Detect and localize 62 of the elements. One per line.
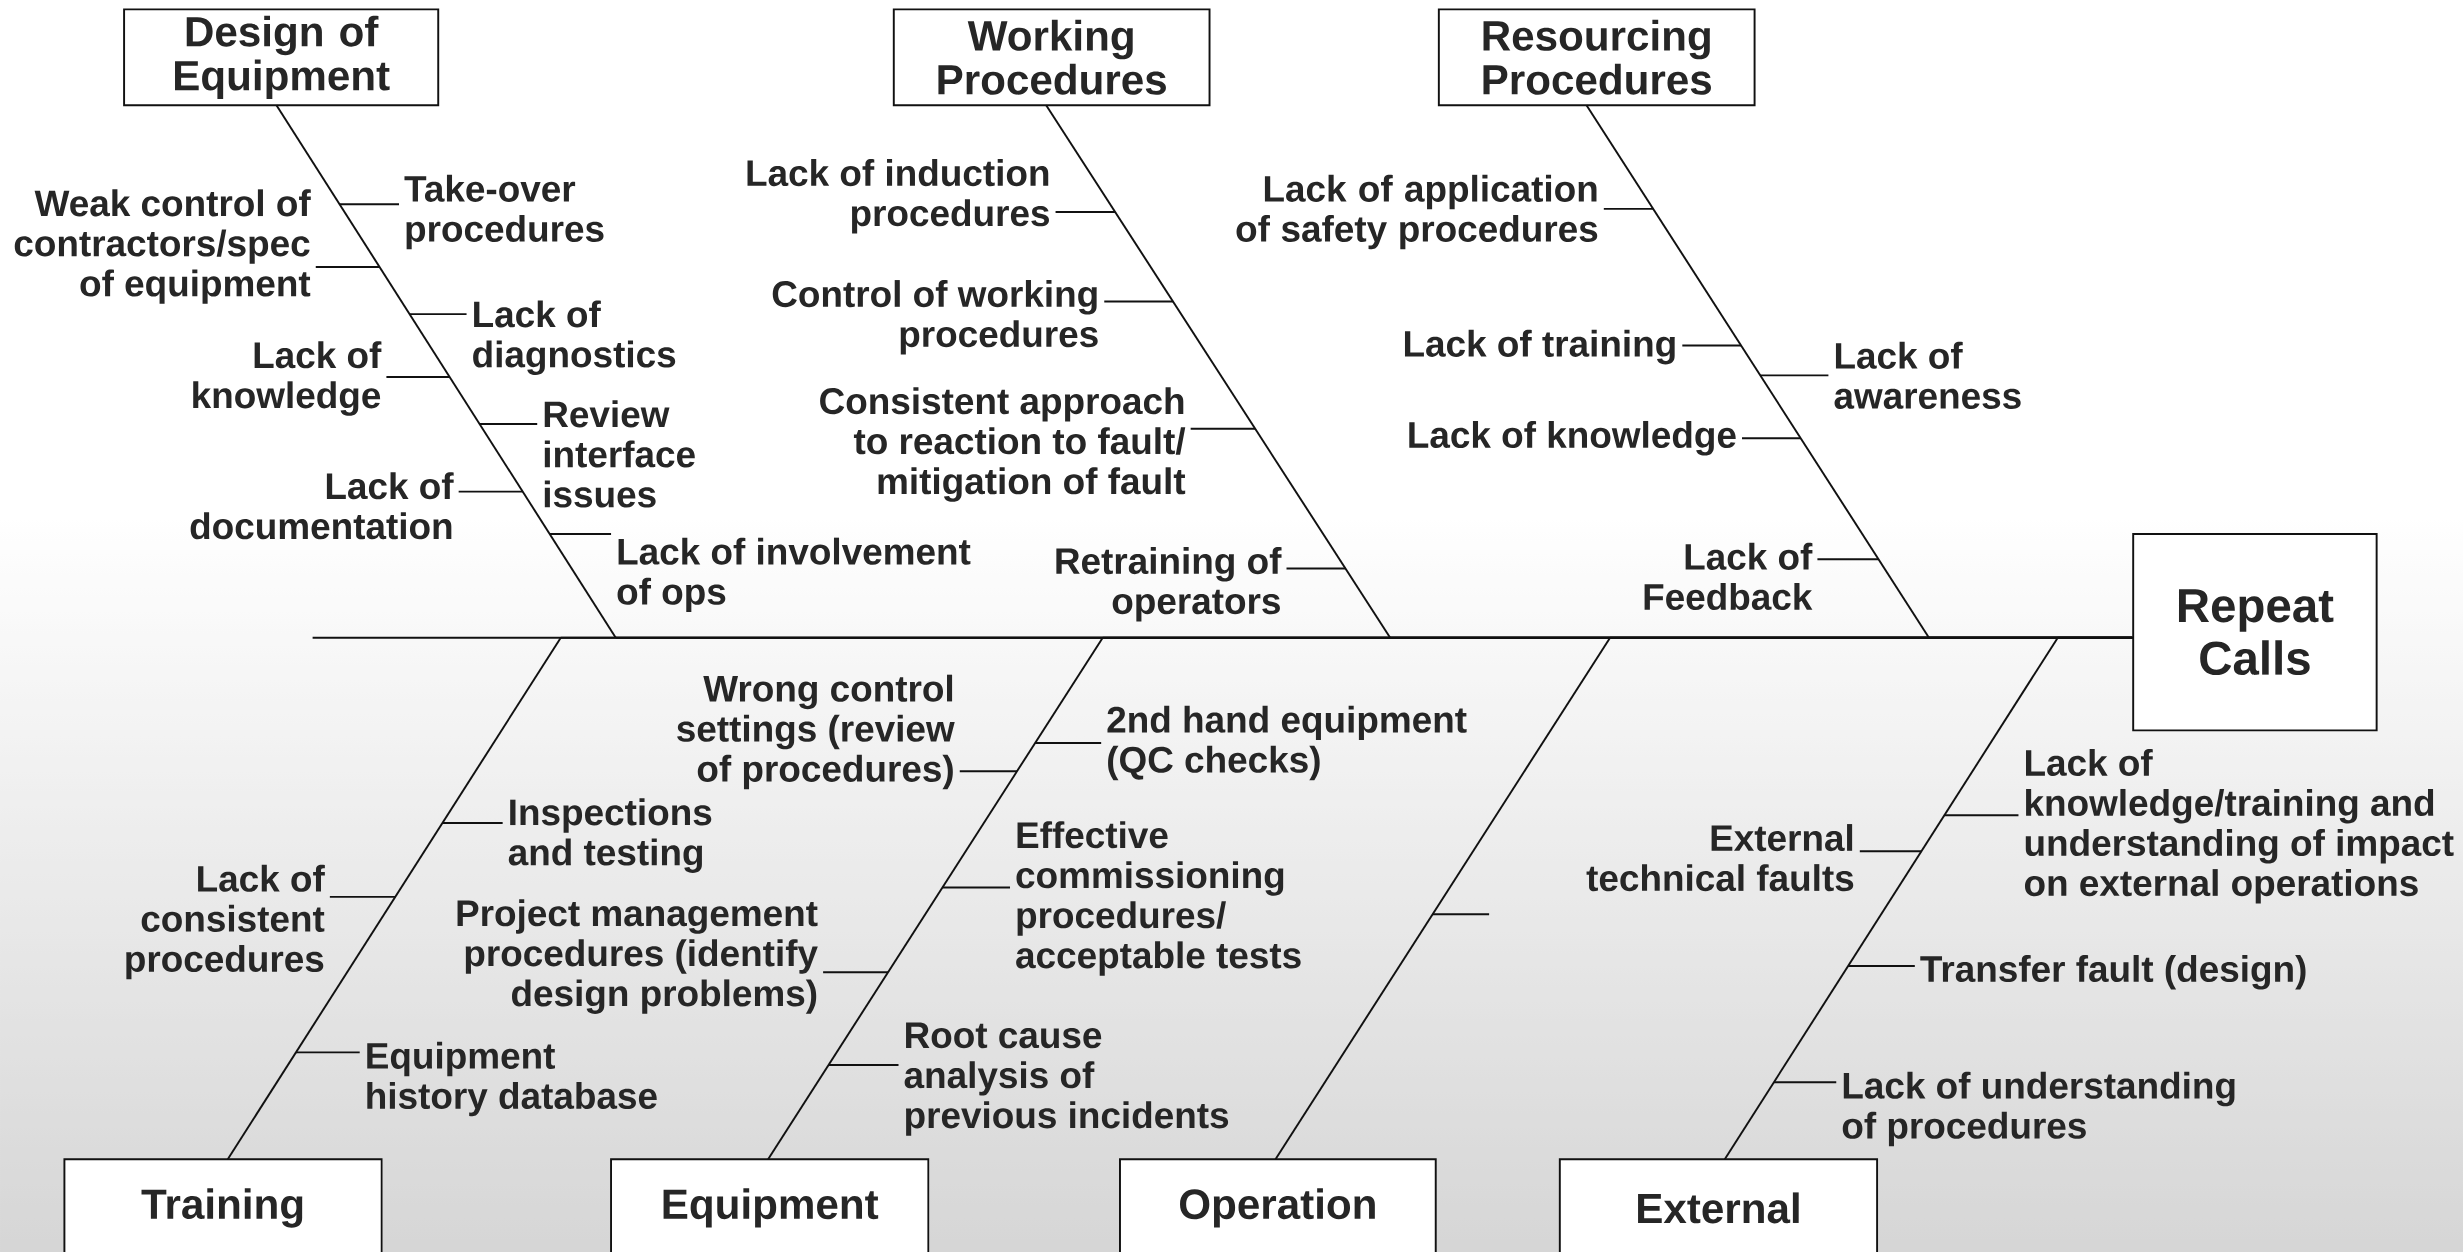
leader-line xyxy=(1602,207,1655,210)
leader-line xyxy=(338,203,400,206)
leader-line xyxy=(1034,742,1103,744)
leader-line xyxy=(1772,1081,1838,1084)
leader-line xyxy=(1847,965,1916,967)
cause-label: Control of working procedures xyxy=(772,280,1098,355)
leader-line xyxy=(1103,300,1174,303)
cause-label: Lack of involvement of ops xyxy=(617,537,971,613)
cause-label: Root cause analysis of previous incidents xyxy=(904,1022,1229,1136)
leader-line xyxy=(1189,427,1257,430)
cause-label: Lack of diagnostics xyxy=(473,300,676,376)
leader-line xyxy=(548,533,613,536)
cause-label: Lack of knowledge/training and understanding of impact on external operations xyxy=(2024,748,2454,904)
leader-line xyxy=(1816,558,1880,561)
category-box: Equipment xyxy=(610,1158,930,1252)
cause-label: Lack of documentation xyxy=(190,472,454,540)
leader-line xyxy=(1285,567,1347,570)
leader-line xyxy=(408,313,468,316)
cause-label: Lack of knowledge xyxy=(1409,421,1736,456)
cause-label: Lack of training xyxy=(1405,329,1675,365)
leader-line xyxy=(941,886,1011,889)
cause-label: Consistent approach to reaction to fault/ mitigation of fault xyxy=(820,387,1186,502)
category-box: Design of Equipment xyxy=(123,8,440,107)
cause-label: Wrong control settings (review of procedures) xyxy=(677,674,955,790)
leader-line xyxy=(314,266,381,268)
leader-line xyxy=(1741,437,1802,440)
leader-line xyxy=(827,1064,900,1066)
category-box: Repeat Calls xyxy=(2132,533,2378,732)
leader-line xyxy=(457,490,524,493)
category-box: Working Procedures xyxy=(892,8,1211,107)
leader-line xyxy=(1054,211,1117,214)
leader-line xyxy=(958,770,1019,773)
leader-line xyxy=(385,376,451,378)
leader-line xyxy=(295,1051,361,1054)
cause-label: Lack of application of safety procedures xyxy=(1236,174,1598,250)
cause-label: Lack of understanding of procedures xyxy=(1842,1071,2235,1147)
category-box: Operation xyxy=(1119,1158,1437,1252)
cause-label: 2nd hand equipment (QC checks) xyxy=(1107,705,1467,781)
cause-label: External technical faults xyxy=(1586,824,1854,892)
leader-line xyxy=(1759,374,1830,377)
leader-line xyxy=(328,895,397,898)
spine-segment xyxy=(2056,636,2134,639)
cause-label: Inspections and testing xyxy=(508,798,712,873)
leader-line xyxy=(478,423,539,426)
leader-line xyxy=(441,822,504,825)
leader-line xyxy=(822,971,890,974)
category-box: External xyxy=(1558,1158,1879,1252)
cause-label: Transfer fault (design) xyxy=(1920,955,2306,990)
cause-label: Lack of induction procedures xyxy=(747,159,1049,234)
category-box: Resourcing Procedures xyxy=(1437,8,1756,107)
cause-label: Lack of knowledge xyxy=(193,341,382,416)
cause-label: Equipment history database xyxy=(367,1041,657,1117)
cause-label: Review interface issues xyxy=(544,400,695,508)
cause-label: Lack of consistent procedures xyxy=(126,864,325,980)
cause-label: Project management procedures (identify design problems) xyxy=(457,899,818,1014)
category-box: Training xyxy=(63,1158,383,1252)
leader-line xyxy=(1858,850,1923,853)
cause-label: Weak control of contractors/spec of equipment xyxy=(14,189,311,304)
cause-label: Effective commissioning procedures/ acceptable tests xyxy=(1016,821,1301,976)
cause-label: Lack of awareness xyxy=(1834,341,2021,409)
leader-line xyxy=(1681,344,1743,347)
leader-line xyxy=(1943,814,2020,817)
